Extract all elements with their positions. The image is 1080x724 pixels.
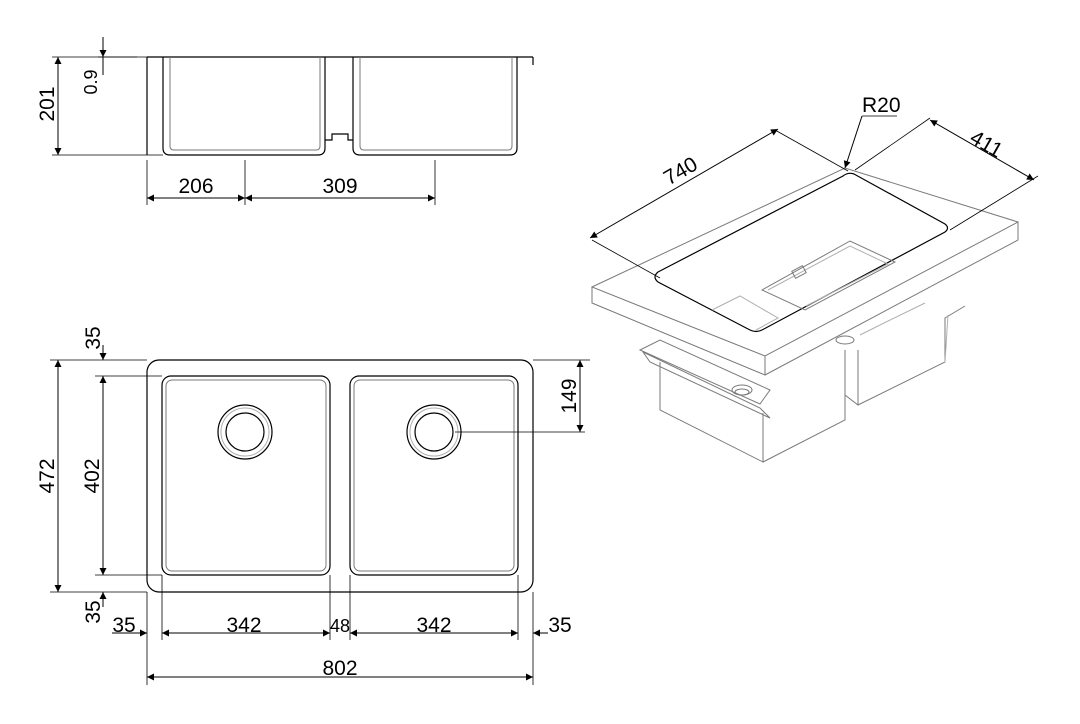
top-view-dimensions: 35 472 402 149 35 35 342 48 342 35 802 bbox=[36, 326, 590, 685]
bottom-margin-label: 35 bbox=[82, 600, 105, 623]
side-flange-label: 0.9 bbox=[81, 69, 101, 94]
bowl-left-width-label: 342 bbox=[226, 614, 261, 637]
iso-sink-body bbox=[638, 305, 966, 463]
overall-depth-label: 472 bbox=[36, 458, 59, 493]
side-view-dimensions: 201 0.9 206 309 bbox=[36, 37, 436, 205]
bowl-right-width-label: 342 bbox=[416, 614, 451, 637]
top-margin-label: 35 bbox=[82, 326, 105, 349]
divider-width-label: 48 bbox=[330, 616, 350, 636]
corner-radius-label: R20 bbox=[862, 94, 901, 117]
cutout-width-label: 411 bbox=[966, 126, 1006, 163]
drain-offset-label: 149 bbox=[558, 378, 581, 413]
side-offset-label: 206 bbox=[178, 175, 213, 198]
cutout-length-label: 740 bbox=[660, 153, 702, 190]
iso-countertop bbox=[590, 167, 1020, 376]
side-view bbox=[146, 56, 534, 156]
iso-dimensions: 740 411 R20 bbox=[589, 94, 1039, 279]
overall-width-label: 802 bbox=[322, 657, 357, 680]
right-margin-label: 35 bbox=[548, 614, 571, 637]
side-bowl-width-label: 309 bbox=[322, 175, 357, 198]
side-height-label: 201 bbox=[36, 86, 59, 121]
left-margin-label: 35 bbox=[112, 614, 135, 637]
top-view bbox=[146, 359, 585, 593]
isometric-view: 740 411 R20 bbox=[589, 94, 1039, 463]
bowl-depth-label: 402 bbox=[81, 458, 104, 493]
